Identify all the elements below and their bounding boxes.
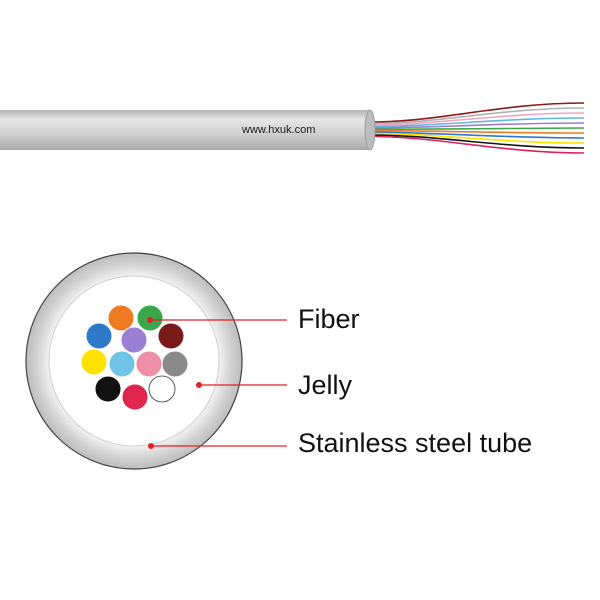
jacket-end — [364, 109, 376, 151]
cable-side-view: www.hxuk.com — [0, 102, 585, 159]
fiber-circle — [120, 326, 148, 354]
fiber-strand — [369, 102, 585, 123]
fiber-strand — [369, 107, 585, 125]
fiber-circle — [94, 375, 122, 403]
fiber-circle — [148, 375, 176, 403]
fiber-strand — [369, 122, 585, 129]
fiber-strand — [369, 129, 585, 134]
fiber-strand — [369, 132, 585, 144]
fiber-circle — [157, 322, 185, 350]
fiber-strand — [369, 112, 585, 126]
label-fiber: Fiber — [298, 304, 360, 334]
label-stainless-steel-tube: Stainless steel tube — [298, 428, 533, 458]
fiber-circle — [135, 350, 163, 378]
fiber-strand — [369, 134, 585, 149]
marker-tube — [148, 443, 154, 449]
fiber-strand — [369, 117, 585, 128]
cross-section — [25, 252, 243, 470]
website-text: www.hxuk.com — [241, 124, 315, 136]
fiber-circle — [108, 350, 136, 378]
leader-lines — [147, 317, 287, 449]
fiber-circle — [161, 350, 189, 378]
fiber-fan — [369, 102, 585, 159]
fiber-circle — [107, 304, 135, 332]
fiber-bundle — [80, 304, 189, 411]
marker-fiber — [147, 317, 153, 323]
label-jelly: Jelly — [298, 370, 353, 400]
fiber-strand — [369, 137, 585, 159]
cable-jacket — [0, 110, 370, 150]
fiber-strand — [369, 135, 585, 154]
fiber-circle — [80, 348, 108, 376]
fiber-circle — [121, 383, 149, 411]
fiber-strand — [369, 131, 585, 139]
marker-jelly — [196, 382, 202, 388]
fiber-strand — [369, 127, 585, 131]
fiber-circle — [85, 322, 113, 350]
